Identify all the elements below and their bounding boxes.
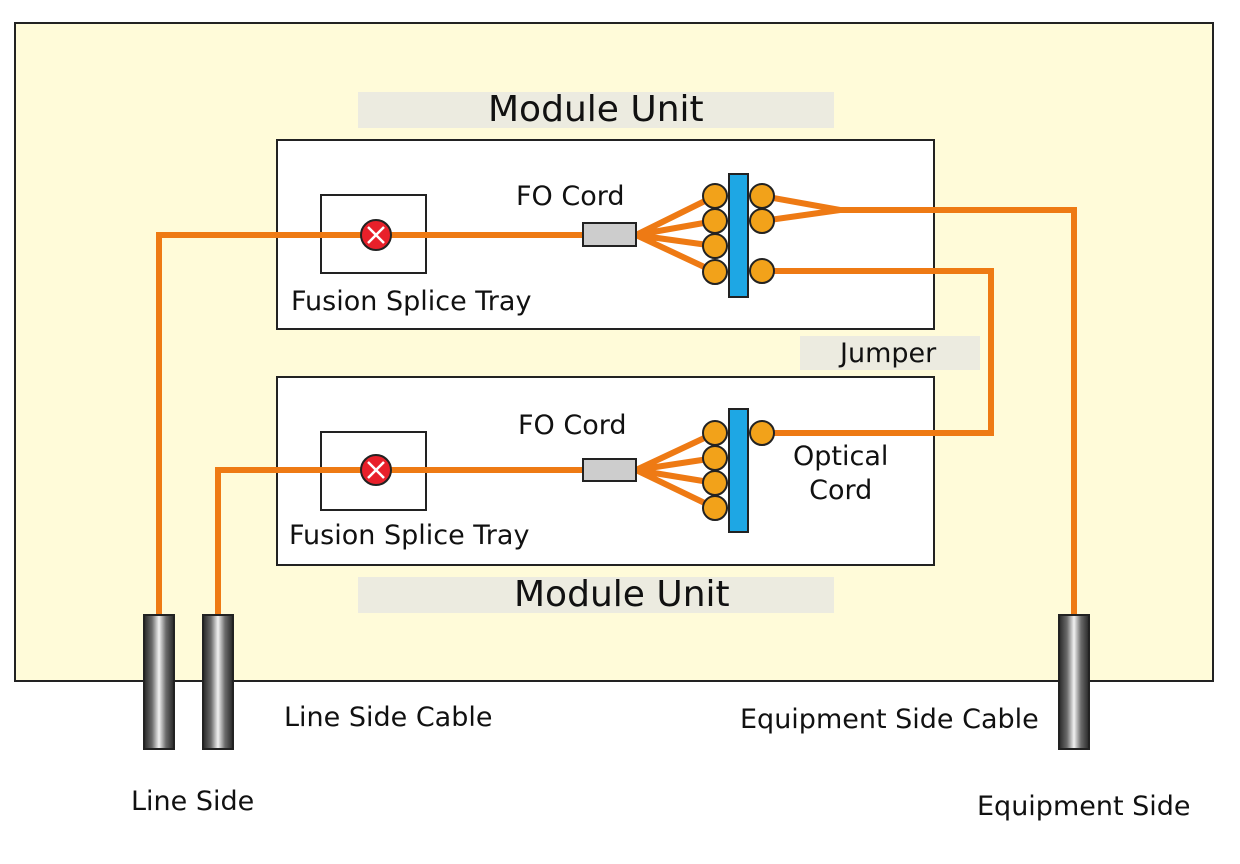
line-side-cable-1 (143, 614, 175, 750)
module-unit-title-top: Module Unit (488, 89, 704, 130)
fusion-splice-tray-label-top: Fusion Splice Tray (291, 286, 532, 317)
equipment-fiber (840, 207, 1077, 614)
cabinet-frame (14, 22, 1214, 682)
equipment-side-cable (1058, 614, 1090, 750)
connector (749, 183, 775, 209)
connector (702, 420, 728, 446)
equipment-fiber-merge (761, 193, 841, 224)
connector (702, 233, 728, 259)
adapter-panel-top (728, 173, 749, 298)
fusion-splice-tray-label-bottom: Fusion Splice Tray (289, 520, 530, 551)
fo-cord-fanout-bottom (634, 430, 717, 511)
module-unit-title-bottom: Module Unit (514, 574, 730, 615)
fo-cord-fanout-top (634, 193, 717, 275)
connectors (702, 183, 775, 521)
connector (702, 183, 728, 209)
equipment-side-label: Equipment Side (977, 791, 1191, 822)
connector (702, 470, 728, 496)
fo-cord-label-top: FO Cord (516, 181, 625, 212)
jumper-fiber (762, 268, 994, 436)
connector (749, 420, 775, 446)
connector (702, 259, 728, 285)
jumper-label: Jumper (840, 338, 937, 369)
fiber-paths (156, 193, 1077, 614)
module-unit-title-band-bottom (358, 577, 834, 613)
equipment-side-cable-label: Equipment Side Cable (740, 704, 1039, 735)
fo-cord-boot-top (582, 222, 637, 247)
splice-icon-bottom (360, 454, 392, 486)
splice-icon-top (360, 219, 392, 251)
line-side-cable-label: Line Side Cable (284, 702, 493, 733)
line-fiber-1 (156, 232, 585, 614)
line-side-label: Line Side (131, 786, 255, 817)
connector (702, 495, 728, 521)
module-unit-title-band-top (358, 92, 834, 128)
fo-cord-boot-bottom (582, 458, 637, 482)
adapter-panel-bottom (728, 408, 749, 533)
line-side-cable-2 (202, 614, 234, 750)
jumper-label-band (800, 336, 980, 370)
connector (702, 445, 728, 471)
connector (702, 208, 728, 234)
connector (749, 208, 775, 234)
line-fiber-2 (215, 467, 585, 614)
optical-cord-label: Optical Cord (793, 441, 889, 506)
connector (749, 258, 775, 284)
fo-cord-label-bottom: FO Cord (518, 410, 627, 441)
